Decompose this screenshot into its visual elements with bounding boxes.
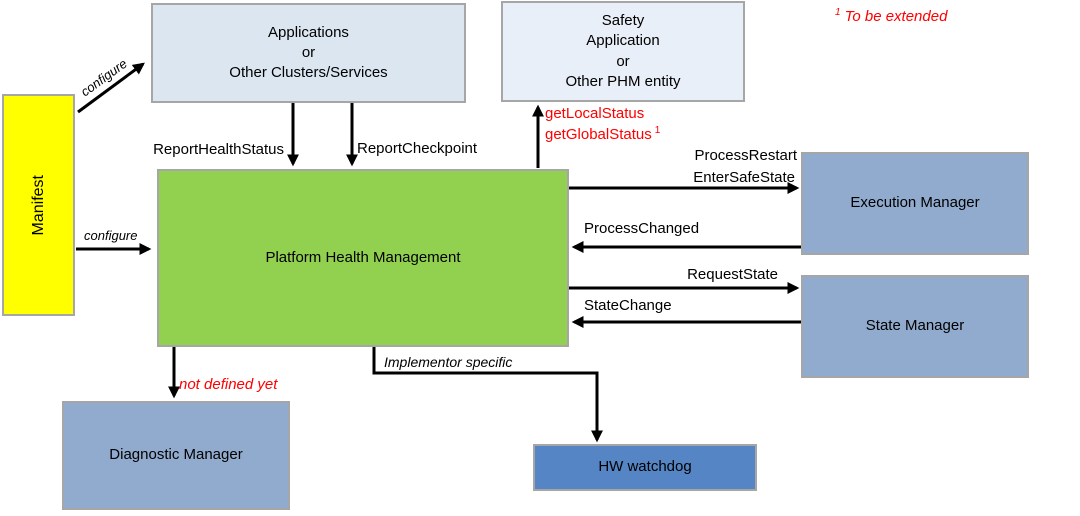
execution-manager-box: Execution Manager — [801, 152, 1029, 255]
get-global-status-text: getGlobalStatus — [545, 126, 652, 143]
state-manager-box: State Manager — [801, 275, 1029, 378]
not-defined-yet-label: not defined yet — [179, 376, 278, 393]
get-local-status-label: getLocalStatus — [545, 105, 645, 122]
safety-label-line: or — [616, 52, 630, 70]
applications-label-line: Applications — [268, 23, 349, 41]
state-change-label: StateChange — [584, 297, 672, 314]
request-state-label: RequestState — [687, 266, 778, 283]
execution-manager-label: Execution Manager — [850, 194, 980, 212]
enter-safe-state-label: EnterSafeState — [693, 169, 795, 186]
configure-to-applications-label: configure — [77, 55, 130, 100]
report-checkpoint-label: ReportCheckpoint — [357, 140, 478, 157]
safety-label-line: Safety — [601, 12, 645, 29]
applications-label-line: or — [301, 43, 316, 61]
footnote-marker: 1 — [835, 7, 841, 18]
safety-application-label: Safety Application or Other PHM entity — [565, 11, 680, 92]
safety-application-box: Safety Application or Other PHM entity — [501, 1, 745, 102]
applications-label-line: Other Clusters/Services — [229, 64, 388, 82]
safety-label-line: Application — [586, 32, 660, 50]
process-restart-label: ProcessRestart — [694, 147, 797, 164]
footnote-text: To be extended — [844, 8, 948, 25]
diagnostic-manager-label: Diagnostic Manager — [109, 446, 243, 464]
applications-box: Applications or Other Clusters/Services — [151, 3, 466, 103]
hw-watchdog-box: HW watchdog — [533, 444, 757, 491]
process-changed-label: ProcessChanged — [584, 220, 700, 237]
configure-to-phm-label: configure — [84, 228, 138, 243]
diagnostic-manager-box: Diagnostic Manager — [62, 401, 290, 510]
manifest-label: Manifest — [29, 174, 47, 236]
platform-health-management-label: Platform Health Management — [265, 248, 461, 266]
implementor-specific-label: Implementor specific — [384, 354, 513, 370]
platform-health-management-box: Platform Health Management — [157, 169, 569, 347]
hw-watchdog-label: HW watchdog — [598, 458, 692, 476]
report-health-status-label: ReportHealthStatus — [153, 141, 284, 158]
manifest-box: Manifest — [2, 94, 75, 316]
get-global-status-footnote-marker: 1 — [654, 125, 661, 136]
state-manager-label: State Manager — [865, 317, 965, 335]
applications-label: Applications or Other Clusters/Services — [229, 23, 387, 84]
safety-label-line: Other PHM entity — [565, 72, 681, 90]
